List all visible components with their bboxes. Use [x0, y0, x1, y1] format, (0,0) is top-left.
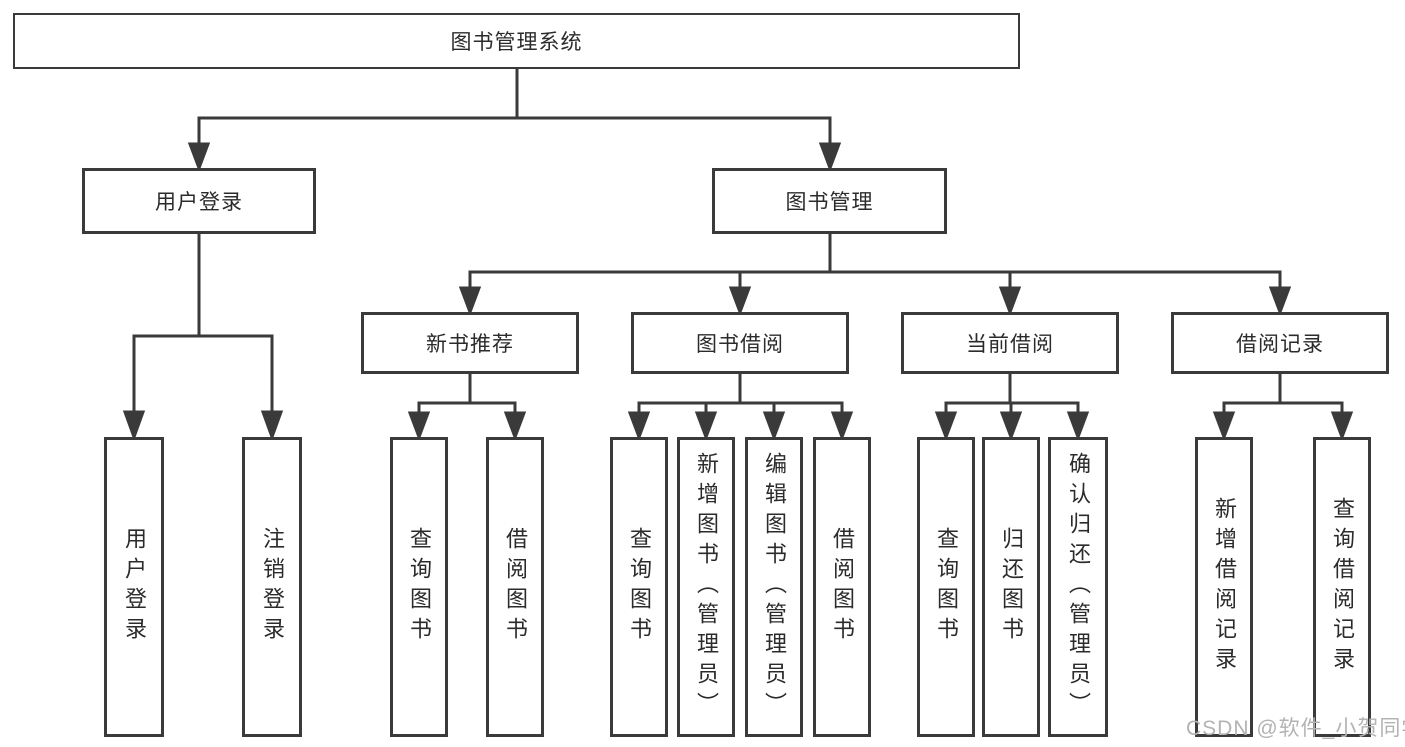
node-user-login: 用户登录: [82, 168, 316, 234]
leaf-return-books: 归还图书: [982, 437, 1040, 737]
leaf-edit-book-admin: 编辑图书（管理员）: [745, 437, 803, 737]
watermark: CSDN @软件_小贺同学: [1186, 717, 1405, 740]
node-book-borrowing: 图书借阅: [631, 312, 849, 374]
leaf-add-borrow-record: 新增借阅记录: [1195, 437, 1253, 737]
leaf-borrow-books-recommendation: 借阅图书: [486, 437, 544, 737]
node-borrowing-records: 借阅记录: [1171, 312, 1389, 374]
connector-user-login: [122, 234, 284, 442]
connector-book-borrowing: [627, 374, 854, 442]
leaf-logout: 注销登录: [242, 437, 302, 737]
connector-borrowing-records: [1212, 374, 1354, 442]
node-new-book-recommendation: 新书推荐: [361, 312, 579, 374]
connector-book-management: [458, 234, 1292, 317]
connector-new-book-recommendation: [407, 374, 527, 442]
leaf-query-borrow-record: 查询借阅记录: [1313, 437, 1371, 737]
leaf-query-books-current: 查询图书: [917, 437, 975, 737]
node-book-management: 图书管理: [712, 168, 947, 234]
node-library-management-system: 图书管理系统: [13, 13, 1020, 69]
leaf-query-books-recommendation: 查询图书: [390, 437, 448, 737]
leaf-query-books-borrowing: 查询图书: [610, 437, 668, 737]
leaf-borrow-books-borrowing: 借阅图书: [813, 437, 871, 737]
connector-root: [187, 69, 842, 173]
leaf-user-login: 用户登录: [104, 437, 164, 737]
node-current-borrowing: 当前借阅: [901, 312, 1119, 374]
leaf-confirm-return-admin: 确认归还（管理员）: [1048, 437, 1108, 737]
leaf-add-book-admin: 新增图书（管理员）: [677, 437, 735, 737]
connector-current-borrowing: [934, 374, 1090, 442]
